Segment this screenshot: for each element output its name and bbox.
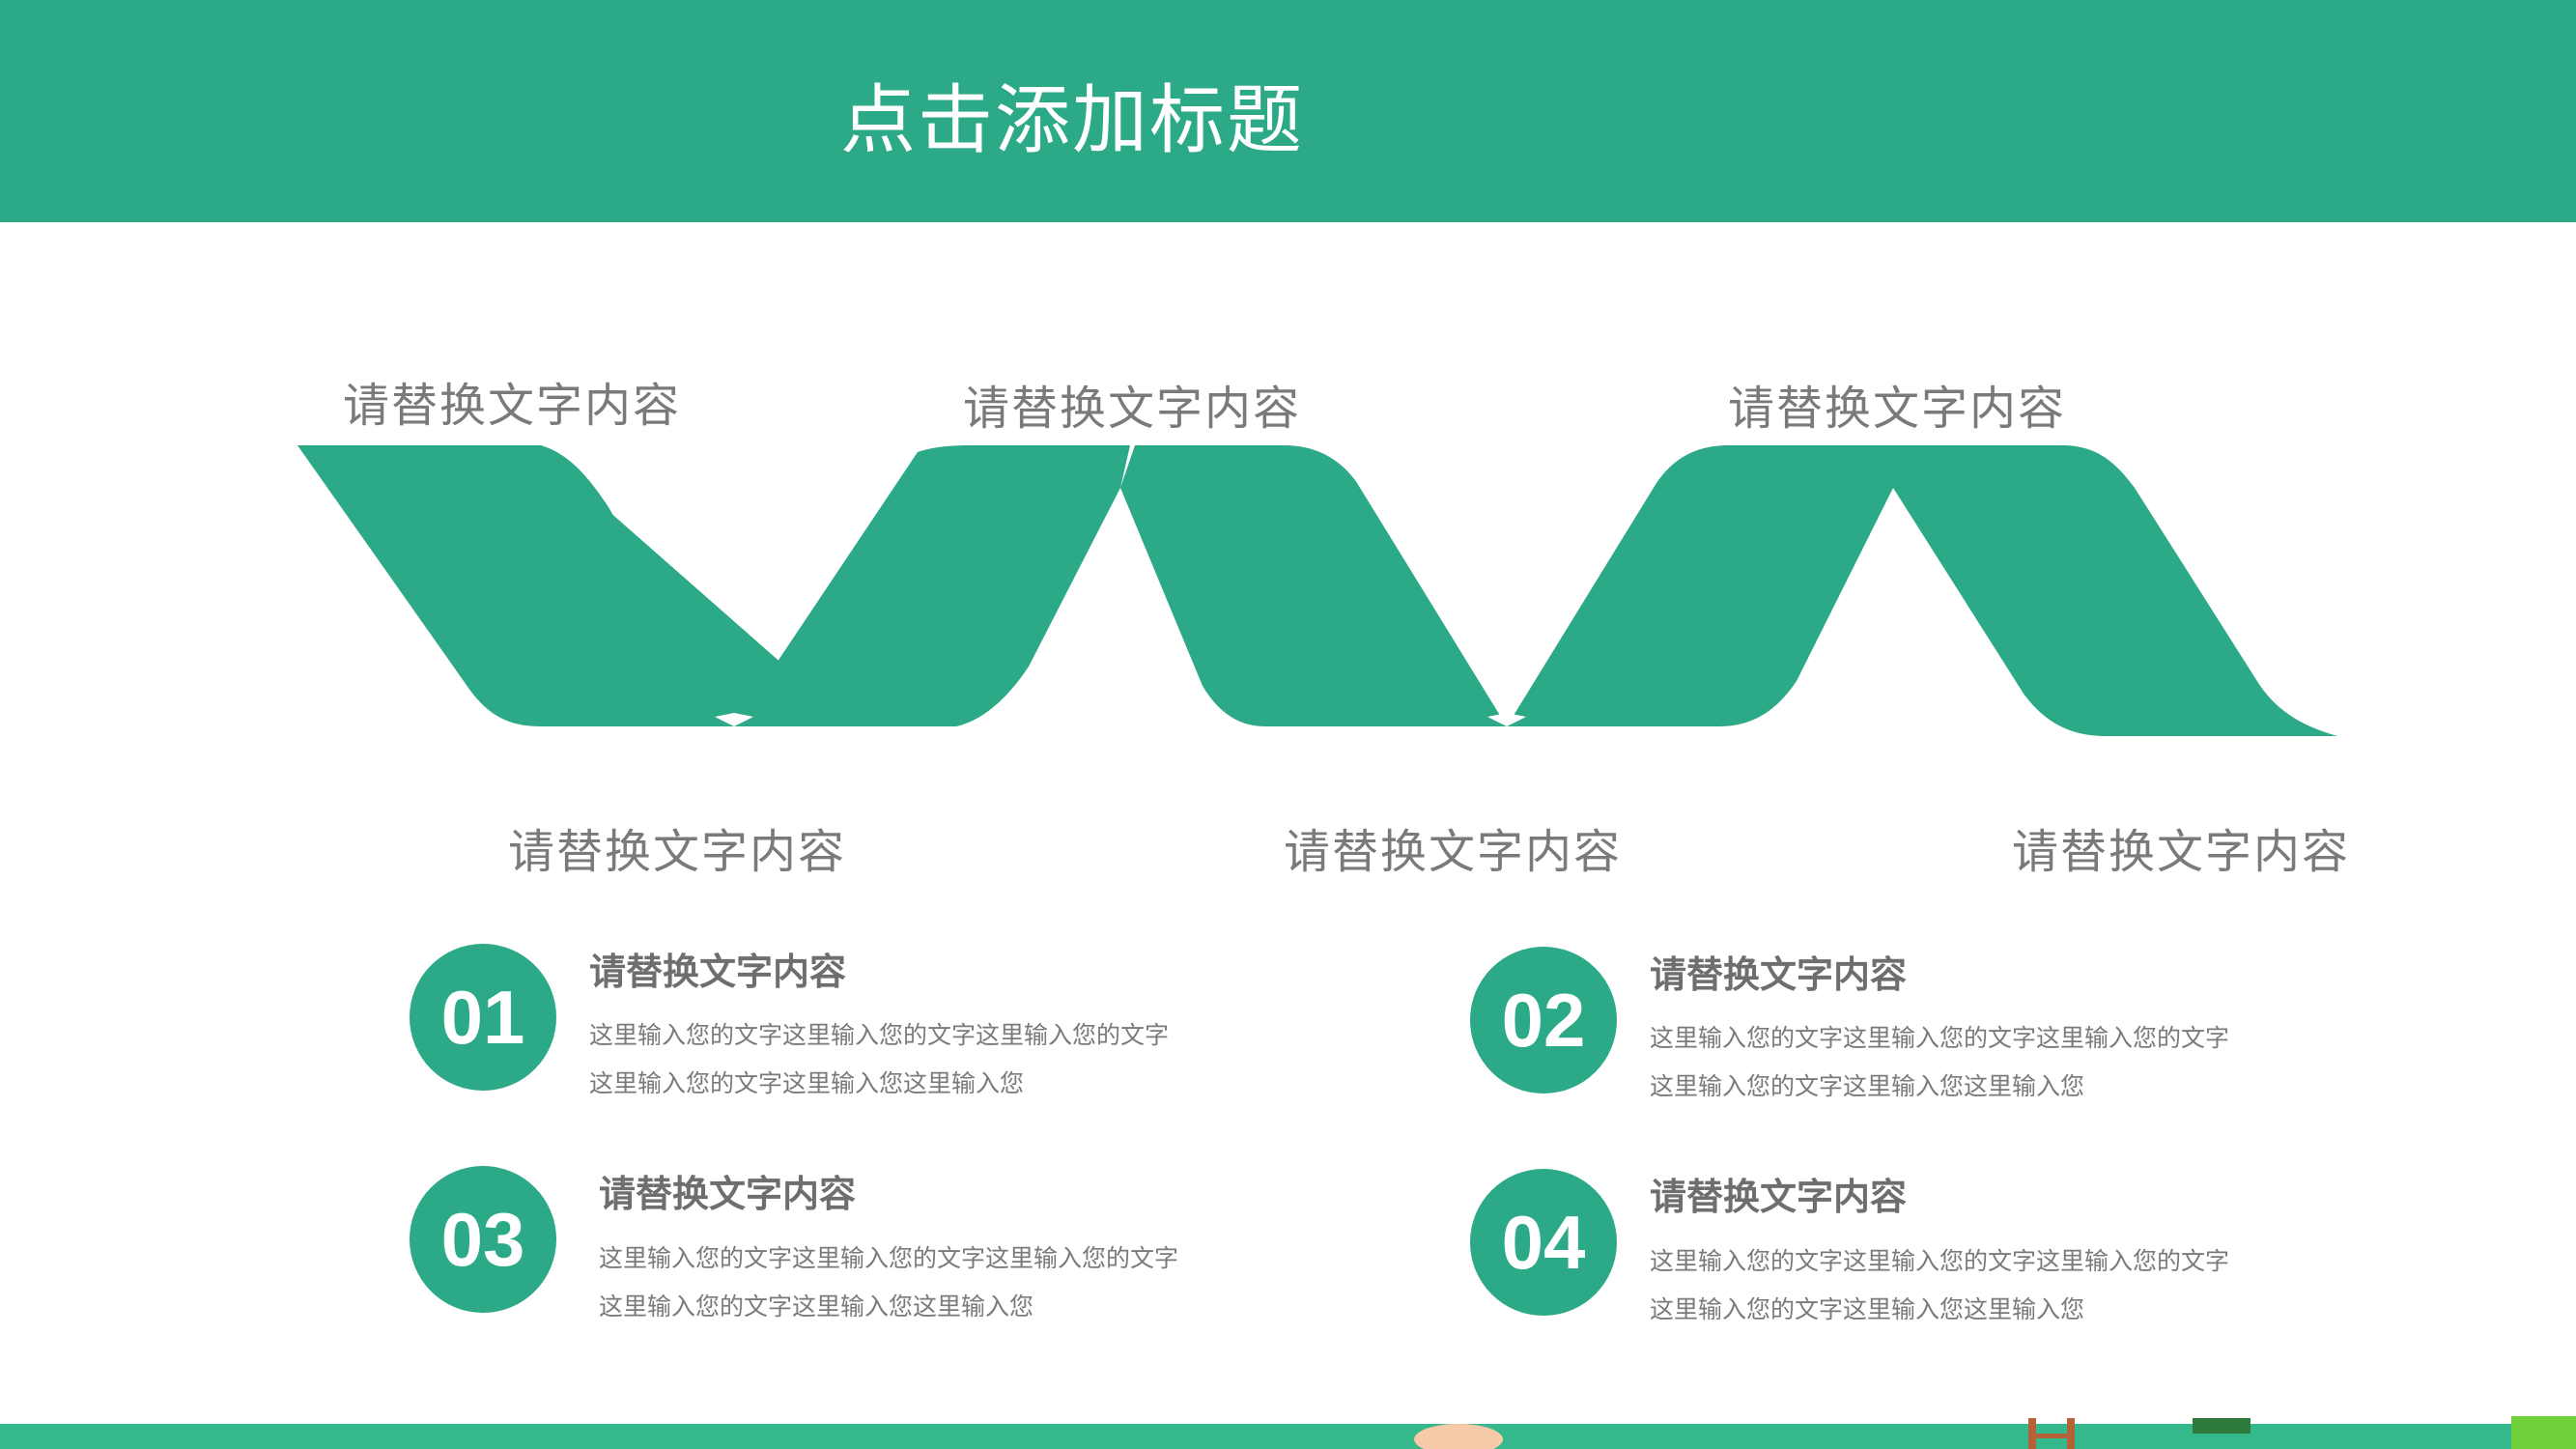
footer-sign <box>2193 1418 2250 1434</box>
footer-ground <box>0 1424 2576 1449</box>
wave-label-upper-2[interactable]: 请替换文字内容 <box>963 382 1302 436</box>
item-heading-02[interactable]: 请替换文字内容 <box>1650 953 1908 996</box>
item-heading-04[interactable]: 请替换文字内容 <box>1650 1176 1908 1218</box>
footer-illustration <box>0 1416 2576 1449</box>
item-heading-03[interactable]: 请替换文字内容 <box>599 1173 857 1215</box>
ribbon-segment-1 <box>297 445 734 726</box>
item-body-01[interactable]: 这里输入您的文字这里输入您的文字这里输入您的文字这里输入您的文字这里输入您这里输… <box>589 1021 1170 1097</box>
number-badge-02: 02 <box>1470 947 1617 1094</box>
ribbon-segment-3 <box>1120 445 1507 726</box>
number-badge-01: 01 <box>410 944 556 1091</box>
wave-label-lower-3[interactable]: 请替换文字内容 <box>2012 825 2351 879</box>
item-body-02[interactable]: 这里输入您的文字这里输入您的文字这里输入您的文字这里输入您的文字这里输入您这里输… <box>1650 1024 2230 1100</box>
footer-ladder-rung <box>2028 1434 2075 1438</box>
ribbon-segment-5 <box>1893 445 2337 736</box>
item-body-04[interactable]: 这里输入您的文字这里输入您的文字这里输入您的文字这里输入您的文字这里输入您这里输… <box>1650 1247 2230 1323</box>
header-band <box>0 0 2576 222</box>
ribbon-segment-2b <box>734 445 1120 726</box>
item-heading-01[interactable]: 请替换文字内容 <box>589 951 847 993</box>
wave-label-upper-3[interactable]: 请替换文字内容 <box>1728 382 2067 436</box>
wave-label-upper-1[interactable]: 请替换文字内容 <box>343 379 682 433</box>
number-badge-04: 04 <box>1470 1169 1617 1316</box>
slide-title[interactable]: 点击添加标题 <box>840 77 1305 164</box>
ribbon-shine-1 <box>715 713 753 726</box>
footer-bush <box>2511 1416 2576 1449</box>
ribbon-shine-2 <box>1487 713 1526 726</box>
item-body-03[interactable]: 这里输入您的文字这里输入您的文字这里输入您的文字这里输入您的文字这里输入您这里输… <box>599 1244 1179 1321</box>
footer-character <box>1414 1424 1503 1449</box>
number-badge-03: 03 <box>410 1166 556 1313</box>
wave-label-lower-2[interactable]: 请替换文字内容 <box>1284 825 1623 879</box>
ribbon-segment-4b <box>1507 445 1893 726</box>
wave-label-lower-1[interactable]: 请替换文字内容 <box>508 825 847 879</box>
